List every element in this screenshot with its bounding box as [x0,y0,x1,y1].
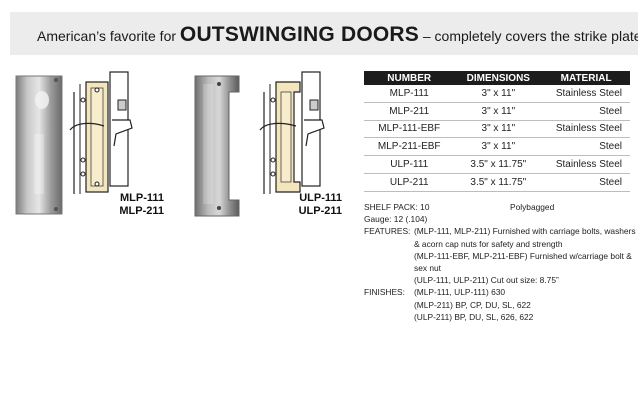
banner-prefix: American’s favorite for [37,28,180,44]
finish-item: (ULP-211) BP, DU, SL, 626, 622 [414,311,534,322]
cell-number: MLP-111 [364,85,455,103]
table-row: ULP-111 3.5" x 11.75" Stainless Steel [364,155,630,174]
ulp-door-drawing [259,71,325,194]
cell-material: Stainless Steel [542,155,630,174]
features-row: FEATURES: (MLP-111, MLP-211) Furnished w… [364,225,636,286]
cell-dimensions: 3" x 11" [454,137,543,157]
mlp-label-line2: MLP-211 [119,205,164,217]
spec-table-header: NUMBER DIMENSIONS MATERIAL [364,71,630,85]
cell-dimensions: 3" x 11" [454,102,543,121]
finishes-label: FINISHES: [364,287,405,298]
banner-headline: American’s favorite for OUTSWINGING DOOR… [37,23,638,47]
table-row: MLP-111 3" x 11" Stainless Steel [364,85,630,103]
table-row: MLP-211-EBF 3" x 11" Steel [364,137,630,157]
cell-number: MLP-211-EBF [364,137,455,157]
finish-item: (MLP-111, ULP-111) 630 [414,287,506,298]
spec-table: NUMBER DIMENSIONS MATERIAL MLP-111 3" x … [364,71,630,192]
gauge-text: Gauge: 12 (.104) [364,214,428,225]
cell-material: Steel [542,102,630,121]
table-row: MLP-111-EBF 3" x 11" Stainless Steel [364,120,630,139]
finishes-row: FINISHES: (MLP-111, ULP-111) 630 (MLP-21… [364,286,636,323]
cell-material: Steel [542,173,630,192]
cell-material: Stainless Steel [542,120,630,139]
header-banner [10,12,638,55]
feature-item: (MLP-111, MLP-211) Furnished with carria… [414,226,636,249]
ulp-plate-photo [194,75,240,217]
ulp-label-line2: ULP-211 [298,205,342,217]
features-list: (MLP-111, MLP-211) Furnished with carria… [414,225,636,286]
finish-item: (MLP-211) BP, CP, DU, SL, 622 [414,299,531,310]
ulp-label-line1: ULP-111 [299,192,342,204]
cell-dimensions: 3.5" x 11.75" [454,155,543,174]
packaging-text: Polybagged [510,202,555,212]
cell-material: Steel [542,137,630,157]
col-dimensions-header: DIMENSIONS [454,71,543,85]
banner-suffix: – completely covers the strike plate [418,28,638,44]
cell-number: ULP-211 [364,173,455,192]
cell-material: Stainless Steel [542,85,630,103]
cell-number: MLP-111-EBF [364,120,455,139]
mlp-label-line1: MLP-111 [119,192,164,204]
product-notes: SHELF PACK: 10 Polybagged Gauge: 12 (.10… [364,201,636,323]
mlp-plate-photo [15,75,63,215]
feature-item: (MLP-111-EBF, MLP-211-EBF) Furnished w/c… [414,250,632,274]
shelf-pack-row: SHELF PACK: 10 Polybagged [364,201,636,213]
mlp-model-label: MLP-111 MLP-211 [100,192,164,218]
col-material-header: MATERIAL [542,71,630,85]
cell-dimensions: 3" x 11" [454,85,543,103]
table-row: ULP-211 3.5" x 11.75" Steel [364,173,630,192]
cell-dimensions: 3" x 11" [454,120,543,139]
col-number-header: NUMBER [364,71,455,85]
cell-number: MLP-211 [364,102,455,121]
cell-dimensions: 3.5" x 11.75" [454,173,543,192]
feature-item: (ULP-111, ULP-211) Cut out size: 8.75” [414,275,559,286]
table-row: MLP-211 3" x 11" Steel [364,102,630,121]
features-label: FEATURES: [364,226,411,237]
mlp-door-drawing [69,71,133,194]
banner-emphasis: OUTSWINGING DOORS [179,23,419,46]
cell-number: ULP-111 [364,155,455,174]
ulp-model-label: ULP-111 ULP-211 [278,192,342,218]
shelf-pack-text: SHELF PACK: 10 [364,202,430,212]
finishes-list: (MLP-111, ULP-111) 630 (MLP-211) BP, CP,… [414,286,636,323]
